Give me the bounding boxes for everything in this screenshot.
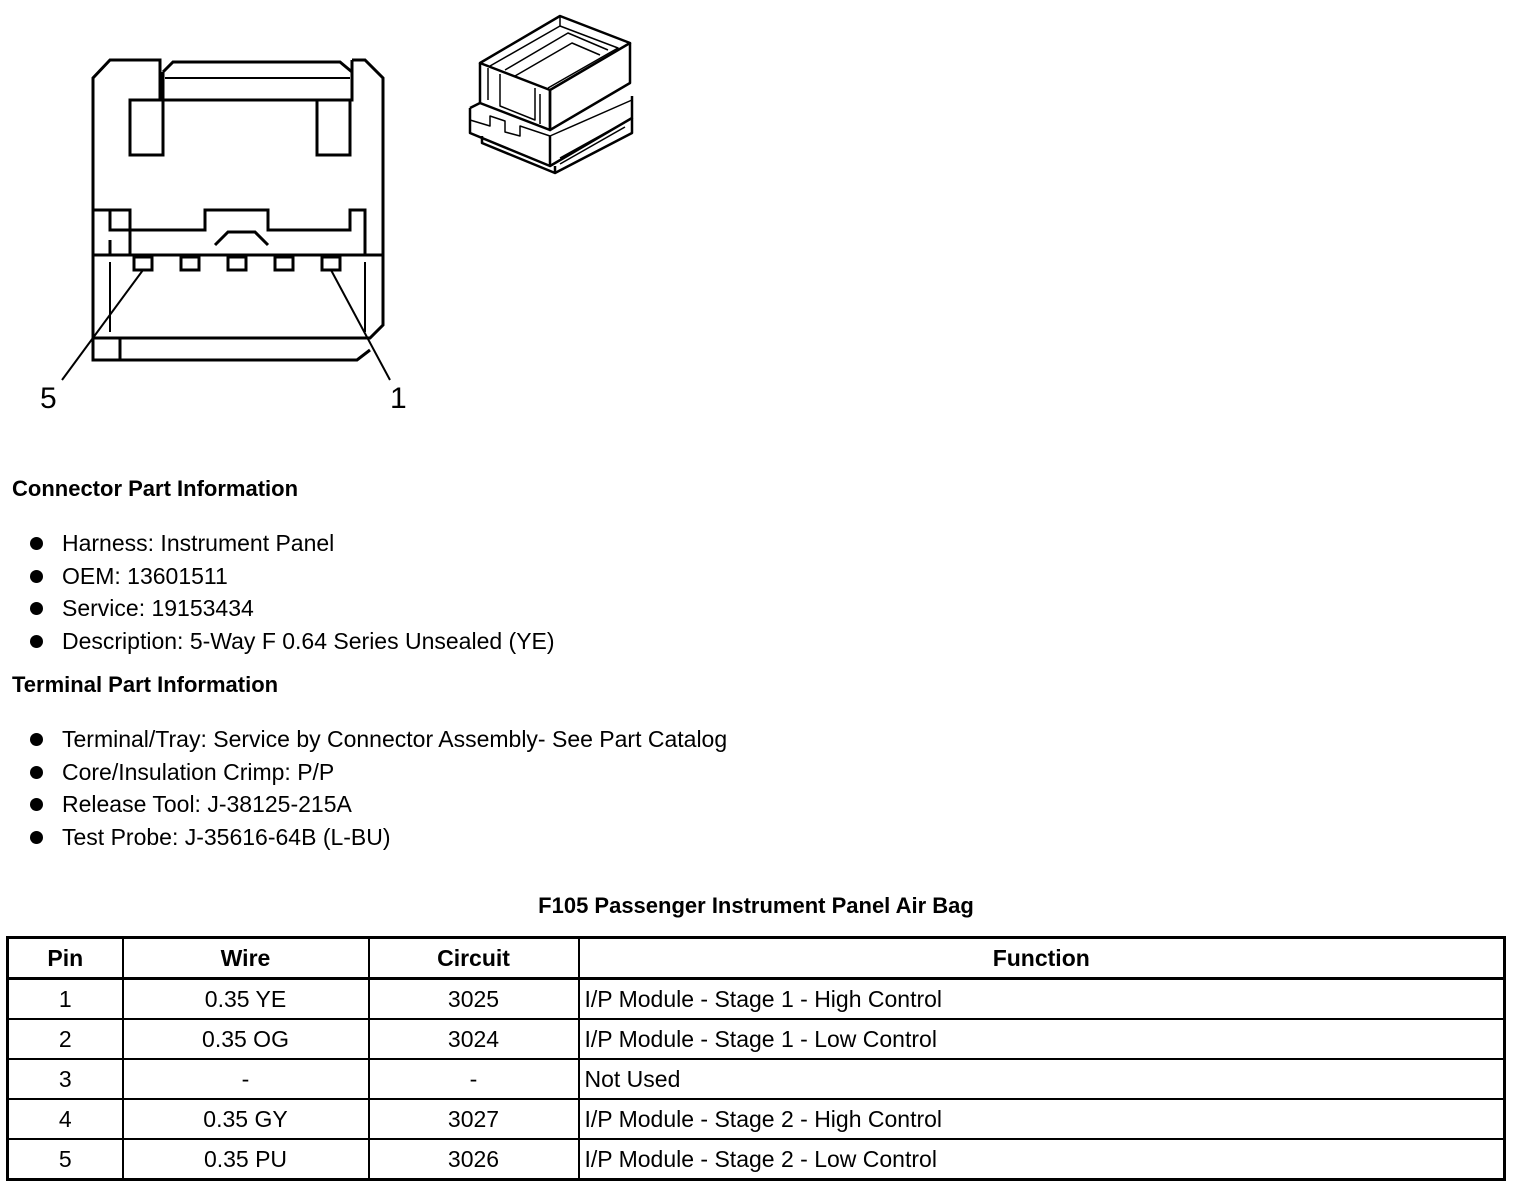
- bullet-icon: [30, 765, 43, 779]
- cell-pin: 2: [6, 1018, 124, 1060]
- table-row: 2 0.35 OG 3024 I/P Module - Stage 1 - Lo…: [6, 1018, 1506, 1060]
- pin-label-5: 5: [40, 382, 57, 415]
- cell-circuit: 3025: [367, 977, 580, 1020]
- cell-circuit: 3026: [367, 1138, 580, 1181]
- list-item-text: Test Probe: J-35616-64B (L-BU): [62, 824, 391, 851]
- header-pin: Pin: [6, 936, 124, 980]
- list-item: Core/Insulation Crimp: P/P: [28, 756, 727, 789]
- list-item-text: Harness: Instrument Panel: [62, 530, 335, 556]
- list-item-text: OEM: 13601511: [62, 562, 228, 589]
- terminal-info-list: Terminal/Tray: Service by Connector Asse…: [28, 723, 727, 854]
- header-function: Function: [577, 936, 1506, 980]
- table-row: 1 0.35 YE 3025 I/P Module - Stage 1 - Hi…: [6, 977, 1506, 1020]
- cell-function: I/P Module - Stage 2 - Low Control: [577, 1138, 1506, 1181]
- cell-pin: 5: [6, 1138, 124, 1181]
- bullet-icon: [30, 798, 43, 812]
- list-item: Harness: Instrument Panel: [28, 527, 555, 560]
- list-item-text: Service: 19153434: [62, 595, 254, 622]
- list-item: Release Tool: J-38125-215A: [28, 788, 727, 821]
- connector-face-diagram: [61, 58, 391, 381]
- pin-label-1: 1: [390, 382, 407, 415]
- connector-isometric-diagram: [468, 14, 634, 175]
- connector-part-info-heading: Connector Part Information: [12, 476, 299, 501]
- terminal-part-info-heading: Terminal Part Information: [12, 672, 279, 697]
- bullet-icon: [30, 635, 43, 649]
- cell-circuit: 3024: [367, 1018, 580, 1060]
- list-item-text: Description: 5-Way F 0.64 Series Unseale…: [62, 628, 555, 655]
- list-item: Service: 19153434: [28, 592, 555, 625]
- cell-function: I/P Module - Stage 1 - High Control: [577, 977, 1506, 1020]
- cell-pin: 4: [6, 1098, 124, 1140]
- bullet-icon: [30, 733, 43, 746]
- connector-info-list: Harness: Instrument Panel OEM: 13601511 …: [28, 527, 555, 658]
- table-row: 5 0.35 PU 3026 I/P Module - Stage 2 - Lo…: [6, 1138, 1506, 1181]
- header-circuit: Circuit: [367, 936, 580, 980]
- cell-circuit: -: [367, 1058, 580, 1100]
- bullet-icon: [30, 569, 43, 583]
- bullet-icon: [30, 602, 43, 616]
- bullet-icon: [30, 831, 43, 845]
- header-wire: Wire: [121, 936, 370, 980]
- cell-pin: 3: [6, 1058, 124, 1100]
- list-item: Description: 5-Way F 0.64 Series Unseale…: [28, 625, 555, 658]
- cell-wire: 0.35 GY: [121, 1098, 370, 1140]
- cell-function: Not Used: [577, 1058, 1506, 1100]
- table-header-row: Pin Wire Circuit Function: [6, 936, 1506, 980]
- list-item-text: Release Tool: J-38125-215A: [62, 791, 352, 818]
- cell-wire: 0.35 OG: [121, 1018, 370, 1060]
- table-title: F105 Passenger Instrument Panel Air Bag: [538, 893, 974, 918]
- list-item: Test Probe: J-35616-64B (L-BU): [28, 821, 727, 854]
- pinout-table: Pin Wire Circuit Function 1 0.35 YE 3025…: [6, 936, 1506, 1181]
- cell-circuit: 3027: [367, 1098, 580, 1140]
- list-item-text: Core/Insulation Crimp: P/P: [62, 758, 335, 785]
- list-item: OEM: 13601511: [28, 560, 555, 593]
- bullet-icon: [30, 537, 43, 550]
- cell-wire: 0.35 YE: [121, 977, 370, 1020]
- cell-function: I/P Module - Stage 2 - High Control: [577, 1098, 1506, 1140]
- cell-pin: 1: [6, 977, 124, 1020]
- table-row: 4 0.35 GY 3027 I/P Module - Stage 2 - Hi…: [6, 1098, 1506, 1140]
- cell-function: I/P Module - Stage 1 - Low Control: [577, 1018, 1506, 1060]
- list-item: Terminal/Tray: Service by Connector Asse…: [28, 723, 727, 756]
- list-item-text: Terminal/Tray: Service by Connector Asse…: [62, 726, 728, 752]
- table-row: 3 - - Not Used: [6, 1058, 1506, 1100]
- cell-wire: -: [121, 1058, 370, 1100]
- cell-wire: 0.35 PU: [121, 1138, 370, 1181]
